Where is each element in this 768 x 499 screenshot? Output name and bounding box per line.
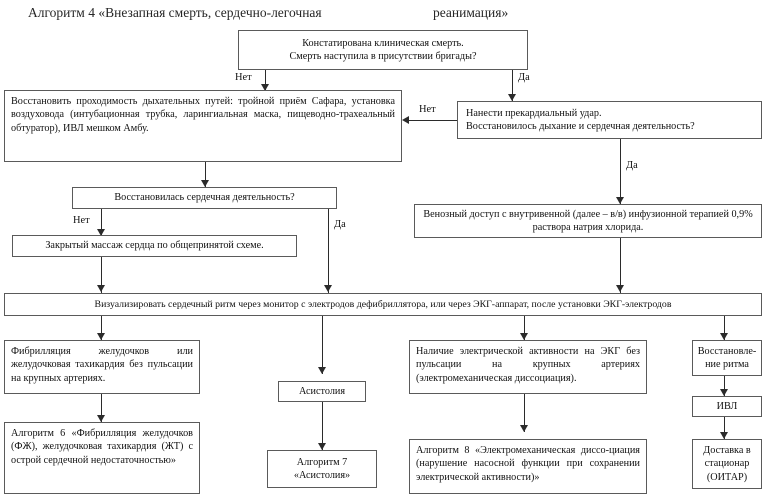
- edge-airway-to-cardiacq-arrow: [201, 180, 209, 187]
- edge-label-yes-2: Да: [625, 160, 639, 172]
- node-precordial-thump-line2: Восстановилось дыхание и сердечная деяте…: [466, 121, 695, 132]
- edge-visualize-to-vfib-arrow: [97, 333, 105, 340]
- node-venous-access[interactable]: Венозный доступ с внутривенной (далее – …: [414, 204, 762, 238]
- node-ventricular-fibrillation[interactable]: Фибрилляция желудочков или желудочковая …: [4, 340, 200, 394]
- edge-rhythm-to-ivl-arrow: [720, 389, 728, 396]
- node-delivery-line1: Доставка в: [703, 444, 751, 456]
- node-ivl[interactable]: ИВЛ: [692, 396, 762, 417]
- edge-clinicaldeath-to-precordial-arrow: [508, 94, 516, 101]
- node-algorithm-6[interactable]: Алгоритм 6 «Фибрилляция желудочков (ФЖ),…: [4, 422, 200, 494]
- node-delivery-line3: (ОИТАР): [706, 471, 748, 483]
- edge-clinicaldeath-to-airway-line: [265, 70, 266, 91]
- edge-visualize-to-asystole-arrow: [318, 367, 326, 374]
- node-airway-management-text: Восстановить проходимость дыхательных пу…: [11, 96, 395, 134]
- edge-clinicaldeath-to-precordial-line: [512, 70, 513, 101]
- edge-precordial-to-venous-line: [620, 139, 621, 204]
- edge-cardiacq-to-massage-line: [101, 209, 102, 235]
- node-rhythm-restored-text: Восстановле-ние ритма: [697, 345, 757, 370]
- edge-cardiacq-to-visualize-line: [328, 209, 329, 293]
- edge-label-yes-3: Да: [333, 219, 347, 231]
- node-clinical-death-line2: Смерть наступила в присутствии бригады?: [289, 51, 477, 62]
- node-precordial-thump-line1: Нанести прекардиальный удар.: [466, 107, 602, 119]
- edge-cardiacq-to-massage-arrow: [97, 229, 105, 236]
- edge-venous-to-visualize-arrow: [616, 285, 624, 292]
- node-algorithm-6-text: Алгоритм 6 «Фибрилляция желудочков (ФЖ),…: [11, 428, 193, 466]
- edge-visualize-to-rhythm-arrow: [720, 333, 728, 340]
- edge-venous-to-visualize-line: [620, 238, 621, 293]
- node-electromechanical-dissociation[interactable]: Наличие электрической активности на ЭКГ …: [409, 340, 647, 394]
- node-clinical-death[interactable]: Констатирована клиническая смерть. Смерт…: [238, 30, 528, 70]
- edge-precordial-to-airway-line: [409, 120, 457, 121]
- node-asystole[interactable]: Асистолия: [278, 381, 366, 402]
- node-cardiac-activity-restored-text: Восстановилась сердечная деятельность?: [114, 192, 295, 204]
- node-clinical-death-line1: Констатирована клиническая смерть.: [302, 37, 464, 49]
- page-title-left: Алгоритм 4 «Внезапная смерть, сердечно-л…: [28, 5, 322, 20]
- page-title-right: реанимация»: [433, 5, 509, 20]
- edge-rhythm-to-ivl-line: [724, 376, 725, 396]
- node-visualize-rhythm[interactable]: Визуализировать сердечный ритм через мон…: [4, 293, 762, 316]
- edge-emd-to-algorithm8-arrow: [520, 425, 528, 432]
- node-venous-access-text: Венозный доступ с внутривенной (далее – …: [423, 208, 753, 233]
- edge-clinicaldeath-to-airway-arrow: [261, 84, 269, 91]
- edge-label-no-1: Нет: [234, 72, 253, 84]
- node-closed-cardiac-massage[interactable]: Закрытый массаж сердца по общепринятой с…: [12, 235, 297, 257]
- node-ventricular-fibrillation-text: Фибрилляция желудочков или желудочковая …: [11, 346, 193, 384]
- edge-label-no-2: Нет: [418, 104, 437, 116]
- edge-visualize-to-asystole-line: [322, 316, 323, 374]
- node-delivery-line2: стационар: [704, 458, 750, 470]
- node-electromechanical-dissociation-text: Наличие электрической активности на ЭКГ …: [416, 346, 640, 384]
- edge-ivl-to-delivery-arrow: [720, 432, 728, 439]
- node-algorithm-7[interactable]: Алгоритм 7 «Асистолия»: [267, 450, 377, 488]
- node-closed-cardiac-massage-text: Закрытый массаж сердца по общепринятой с…: [45, 240, 264, 252]
- edge-asystole-to-algorithm7-line: [322, 402, 323, 450]
- edge-label-yes-1: Да: [517, 72, 531, 84]
- node-algorithm-7-line2: «Асистолия»: [293, 470, 351, 481]
- edge-vfib-to-algorithm6-arrow: [97, 415, 105, 422]
- node-asystole-text: Асистолия: [298, 385, 346, 397]
- edge-visualize-to-rhythm-line: [724, 316, 725, 340]
- node-visualize-rhythm-text: Визуализировать сердечный ритм через мон…: [94, 298, 672, 310]
- edge-massage-to-visualize-line: [101, 257, 102, 293]
- edge-asystole-to-algorithm7-arrow: [318, 443, 326, 450]
- node-precordial-thump[interactable]: Нанести прекардиальный удар. Восстановил…: [457, 101, 762, 139]
- edge-visualize-to-vfib-line: [101, 316, 102, 340]
- node-airway-management[interactable]: Восстановить проходимость дыхательных пу…: [4, 90, 402, 162]
- edge-visualize-to-emd-arrow: [520, 333, 528, 340]
- node-algorithm-7-line1: Алгоритм 7: [296, 456, 348, 468]
- node-rhythm-restored[interactable]: Восстановле-ние ритма: [692, 340, 762, 376]
- edge-ivl-to-delivery-line: [724, 417, 725, 439]
- edge-precordial-to-venous-arrow: [616, 197, 624, 204]
- edge-visualize-to-emd-line: [524, 316, 525, 340]
- node-algorithm-8[interactable]: Алгоритм 8 «Электромеханическая диссо-ци…: [409, 439, 647, 494]
- edge-label-no-3: Нет: [72, 215, 91, 227]
- edge-vfib-to-algorithm6-line: [101, 394, 102, 422]
- edge-emd-to-algorithm8-line: [524, 394, 525, 432]
- node-delivery-to-hospital[interactable]: Доставка в стационар (ОИТАР): [692, 439, 762, 489]
- edge-precordial-to-airway-arrow: [402, 116, 409, 124]
- node-cardiac-activity-restored[interactable]: Восстановилась сердечная деятельность?: [72, 187, 337, 209]
- node-ivl-text: ИВЛ: [716, 400, 738, 412]
- edge-massage-to-visualize-arrow: [97, 285, 105, 292]
- node-algorithm-8-text: Алгоритм 8 «Электромеханическая диссо-ци…: [416, 445, 640, 483]
- edge-cardiacq-to-visualize-arrow: [324, 285, 332, 292]
- edge-airway-to-cardiacq-line: [205, 162, 206, 187]
